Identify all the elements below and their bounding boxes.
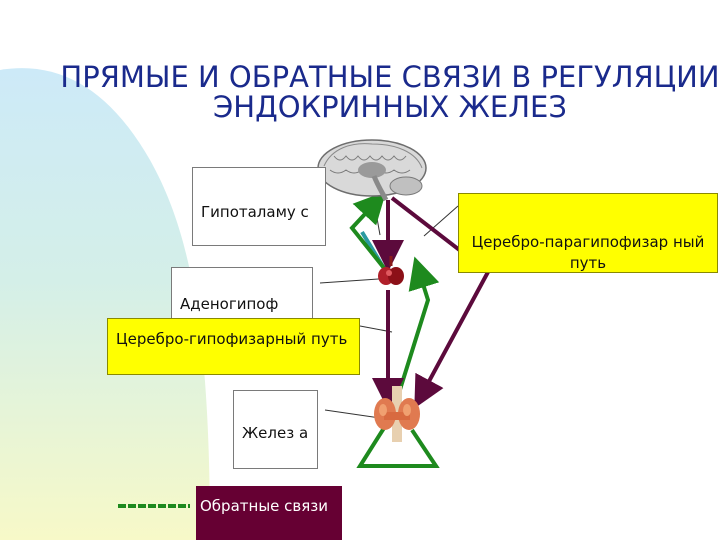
legend-feedback-label: Обратные связи (200, 497, 328, 515)
feedback-arrow-to-pituitary (391, 256, 440, 413)
brain-image (317, 139, 427, 202)
gland-label: Желез а (242, 424, 309, 442)
gland-label-box: Желез а (233, 390, 318, 469)
cerebro-parahypophyseal-label: Церебро-парагипофизар ный путь (471, 233, 705, 272)
thyroid-gland-image (374, 386, 420, 442)
adenohypophysis-label-box: Аденогипоф (171, 267, 313, 325)
pituitary-image (378, 256, 404, 285)
hypothalamus-label: Гипоталаму с (201, 203, 309, 221)
slide-title: ПРЯМЫЕ И ОБРАТНЫЕ СВЯЗИ В РЕГУЛЯЦИИ ЭНДО… (60, 60, 720, 124)
adenohypophysis-label: Аденогипоф (180, 295, 279, 313)
cerebro-hypophyseal-label: Церебро-гипофизарный путь (116, 330, 348, 348)
cerebro-parahypophyseal-callout: Церебро-парагипофизар ный путь (458, 193, 718, 273)
hypothalamus-label-box: Гипоталаму с (192, 167, 326, 246)
legend-feedback-box: Обратные связи (196, 486, 342, 540)
pointer-line-parahypophyseal (423, 205, 459, 237)
pointer-line-gland (324, 409, 381, 419)
cerebro-hypophyseal-callout: Церебро-гипофизарный путь (107, 318, 360, 375)
